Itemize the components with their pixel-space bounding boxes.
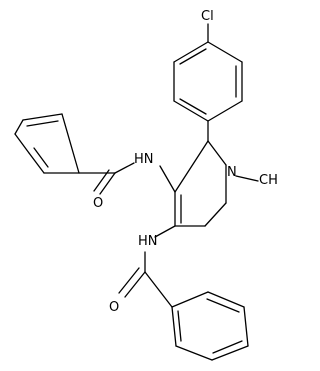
n-methyl-bond [235,175,259,182]
lower-nh-label: HN [138,234,158,249]
ring-nitrogen-label: N [227,165,237,180]
lower-carbonyl [118,267,146,298]
c3-nh-bond [159,165,176,193]
chlorine-label: Cl [201,9,214,24]
lower-benzene-ring [171,291,249,361]
upper-benzene-ring [14,113,80,174]
methyl-label: CH [259,173,278,188]
c4-nh-bond [154,225,176,238]
upper-nh-label: HN [134,152,154,167]
molecule-canvas: Cl N CH HN O HN O [14,9,278,361]
lower-carbonyl-aryl-bond [144,271,173,308]
nh-carbonyl-bond [114,162,135,174]
structure-diagram: Cl N CH HN O HN O [14,9,278,361]
lower-oxygen-label: O [109,300,119,315]
upper-oxygen-label: O [93,196,103,211]
chlorophenyl-ring [173,41,243,122]
tetrahydropyridine-ring [174,140,227,227]
